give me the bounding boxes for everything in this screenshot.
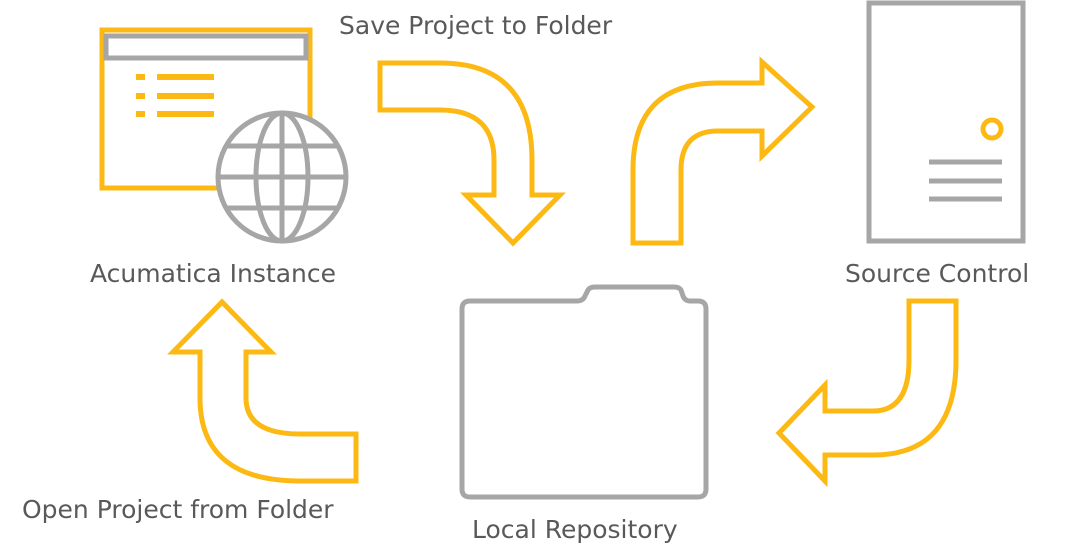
local-repository-label: Local Repository bbox=[472, 515, 678, 544]
server-tower-icon bbox=[866, 0, 1026, 244]
globe-icon bbox=[215, 110, 349, 244]
update-arrow-icon bbox=[775, 298, 959, 488]
open-project-arrow-icon bbox=[167, 298, 359, 484]
save-project-arrow-icon bbox=[377, 60, 566, 247]
browser-title-bar bbox=[103, 33, 309, 61]
commit-arrow-icon bbox=[630, 56, 816, 246]
browser-window-globe-icon bbox=[99, 27, 349, 244]
acumatica-instance-label: Acumatica Instance bbox=[90, 259, 337, 288]
list-lines-icon bbox=[136, 74, 214, 117]
server-vent-lines bbox=[929, 159, 1002, 202]
source-control-label: Source Control bbox=[845, 259, 1030, 288]
save-project-label: Save Project to Folder bbox=[339, 11, 613, 40]
folder-icon bbox=[459, 284, 709, 500]
open-project-label: Open Project from Folder bbox=[22, 495, 334, 524]
server-power-light bbox=[980, 117, 1004, 141]
